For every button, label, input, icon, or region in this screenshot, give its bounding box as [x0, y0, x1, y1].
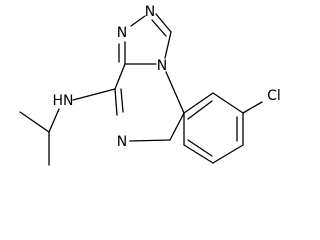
bond-benzene-a-inner [187, 100, 213, 120]
structure-drawing: N N N N HN Cl [19, 4, 281, 166]
bond-c-nh [72, 88, 116, 101]
bond-benzene-a [183, 92, 214, 114]
atom-n-triazole-left: N [117, 25, 127, 41]
atom-label-layer: N N N N HN Cl [53, 4, 281, 150]
bond-layer [19, 13, 263, 166]
molecule-diagram: N N N N HN Cl [19, 4, 281, 166]
bond-benzene-e [183, 144, 214, 164]
bond-triazole-n-ch-b [151, 19, 167, 37]
atom-n-triazole-top: N [145, 4, 155, 20]
bond-ch-ch3-left [19, 111, 50, 133]
bond-c-cl [242, 101, 263, 114]
atom-nh: HN [53, 93, 74, 109]
atom-n-triazole-fused: N [157, 58, 167, 74]
bond-triazole-n-ch-a [155, 13, 172, 33]
bond-benzene-d [212, 144, 244, 164]
bond-pyrazine-c-c [114, 63, 126, 90]
bond-pyrazine-c-c-fused [169, 112, 185, 141]
atom-n-quinoxaline: N [117, 134, 127, 150]
bond-pyrazine-c-n-a [114, 88, 118, 116]
bond-benzene-e-inner [187, 139, 213, 157]
bond-pyrazine-c-nfused [165, 71, 185, 114]
bond-nh-ch [48, 108, 60, 133]
bond-pyrazine-n-c [129, 139, 171, 142]
bond-benzene-b [212, 92, 244, 114]
atom-cl: Cl [267, 88, 281, 104]
bond-pyrazine-c-n-b [120, 88, 124, 113]
bond-triazole-ch-nfused [164, 31, 172, 59]
bond-triazole-n-n [130, 15, 146, 27]
